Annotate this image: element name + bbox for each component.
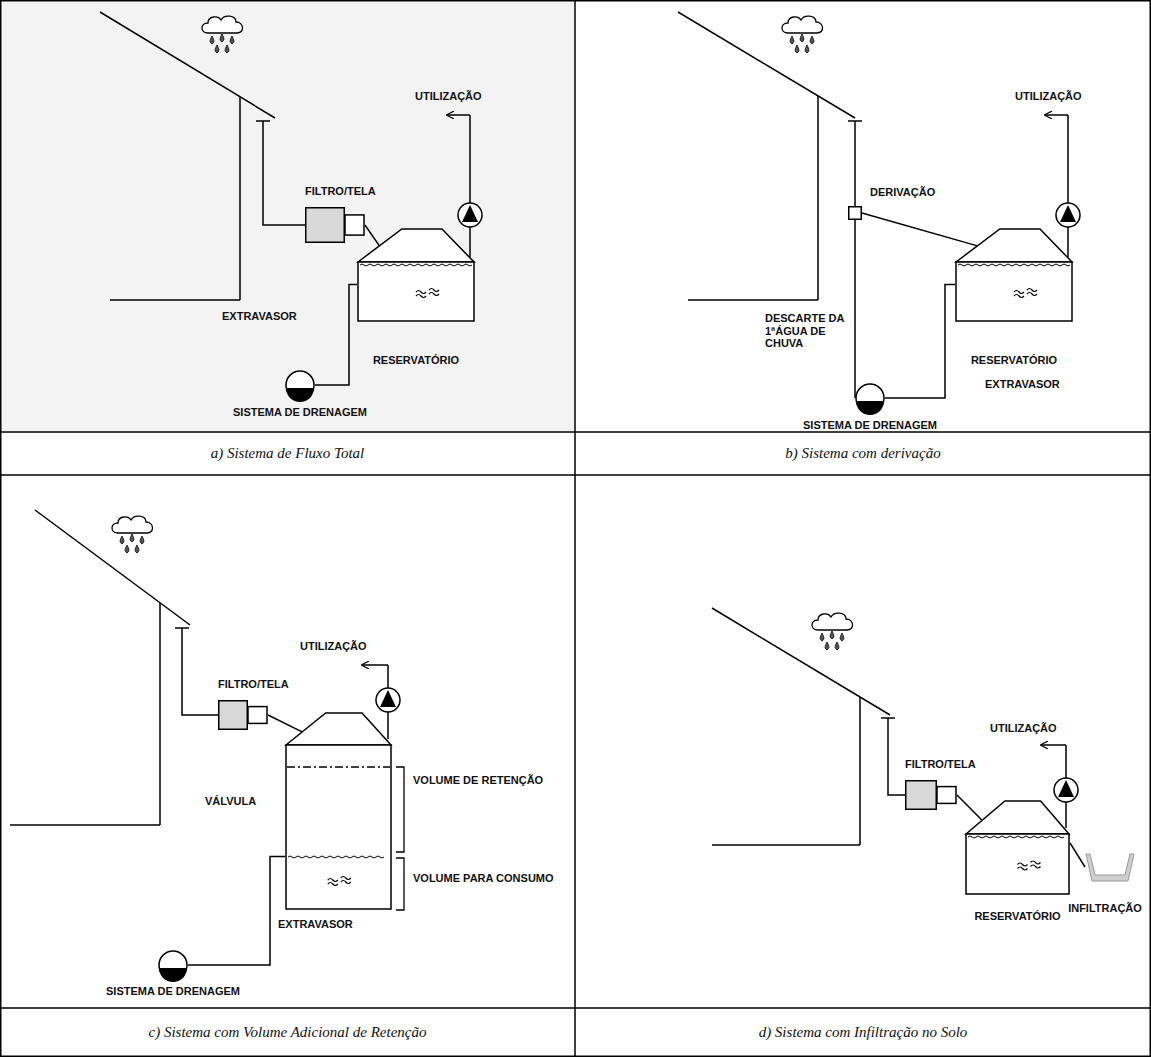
- pump-symbol: [376, 203, 1080, 802]
- panel-caption: b) Sistema com derivação: [785, 445, 940, 462]
- node-label: SISTEMA DE DRENAGEM: [233, 406, 367, 419]
- water-pipe: [188, 857, 285, 966]
- panel-caption: a) Sistema de Fluxo Total: [211, 445, 365, 462]
- reservoir-tank: RESERVATÓRIO: [955, 228, 1073, 322]
- node-label: RESERVATÓRIO: [974, 910, 1060, 923]
- node-outline: [158, 950, 188, 980]
- node-label: RESERVATÓRIO: [373, 354, 459, 367]
- panel-ground: [2, 2, 574, 431]
- node-label: VOLUME DE RETENÇÃO: [413, 774, 543, 787]
- filter-screen: FILTRO/TELA: [905, 780, 957, 810]
- node-outline: [955, 228, 1073, 322]
- node-outline: [218, 700, 268, 730]
- water-pipe: [957, 795, 982, 820]
- pipe-label: EXTRAVASOR: [222, 310, 297, 323]
- drainage-system: SISTEMA DE DRENAGEM: [855, 383, 885, 413]
- node-label: INFILTRAÇÃO: [1068, 902, 1142, 915]
- rain-cloud: [112, 16, 853, 650]
- node-label: VOLUME PARA CONSUMO: [413, 872, 554, 885]
- node-label: RESERVATÓRIO: [971, 354, 1057, 367]
- water-pipe: [885, 284, 955, 398]
- node-label: SISTEMA DE DRENAGEM: [803, 419, 937, 432]
- water-pipe: [268, 715, 302, 732]
- drainage-system: SISTEMA DE DRENAGEM: [158, 950, 188, 980]
- filter-screen: FILTRO/TELA: [305, 207, 365, 243]
- node-outline: [848, 206, 862, 220]
- water-pipe: [854, 220, 856, 398]
- pump-pipe: [362, 115, 1068, 828]
- pipe-label: DESCARTE DA 1ªÁGUA DE CHUVA: [765, 312, 847, 350]
- water-pipe: [315, 284, 357, 385]
- pipe-label: UTILIZAÇÃO: [300, 640, 367, 653]
- reservoir-tank: VOLUME DE RETENÇÃOVOLUME PARA CONSUMO: [285, 712, 392, 910]
- panel-caption: c) Sistema com Volume Adicional de Reten…: [149, 1024, 427, 1041]
- pipe-label: VÁLVULA: [205, 795, 256, 808]
- house-outline: [10, 12, 890, 845]
- node-outline: [855, 383, 885, 413]
- node-outline: [285, 712, 392, 910]
- node-label: SISTEMA DE DRENAGEM: [106, 985, 240, 998]
- filter-screen: FILTRO/TELA: [218, 700, 268, 730]
- pipe-label: UTILIZAÇÃO: [1015, 90, 1082, 103]
- node-label: FILTRO/TELA: [218, 678, 289, 691]
- node-label: FILTRO/TELA: [905, 758, 976, 771]
- pipe-label: UTILIZAÇÃO: [415, 90, 482, 103]
- volume-bracket: [396, 767, 404, 910]
- pipe-label: UTILIZAÇÃO: [990, 722, 1057, 735]
- node-outline: [285, 370, 315, 400]
- pipe-label: EXTRAVASOR: [278, 918, 353, 931]
- panel-caption: d) Sistema com Infiltração no Solo: [759, 1024, 968, 1041]
- node-label: DERIVAÇÃO: [870, 186, 935, 199]
- infiltration-basin: INFILTRAÇÃO: [1085, 852, 1135, 882]
- node-outline: [965, 800, 1070, 895]
- water-pipe: [862, 213, 977, 246]
- water-pipe: [1070, 843, 1085, 867]
- node-label: FILTRO/TELA: [305, 185, 376, 198]
- node-outline: [305, 207, 365, 243]
- drainage-system: SISTEMA DE DRENAGEM: [285, 370, 315, 400]
- node-outline: [357, 228, 475, 322]
- water-pipe: [365, 225, 379, 246]
- node-outline: [905, 780, 957, 810]
- node-outline: [1085, 852, 1135, 882]
- reservoir-tank: RESERVATÓRIO: [965, 800, 1070, 895]
- pipe-label: EXTRAVASOR: [985, 378, 1060, 391]
- reservoir-tank: RESERVATÓRIO: [357, 228, 475, 322]
- diversion-box: DERIVAÇÃO: [848, 206, 862, 220]
